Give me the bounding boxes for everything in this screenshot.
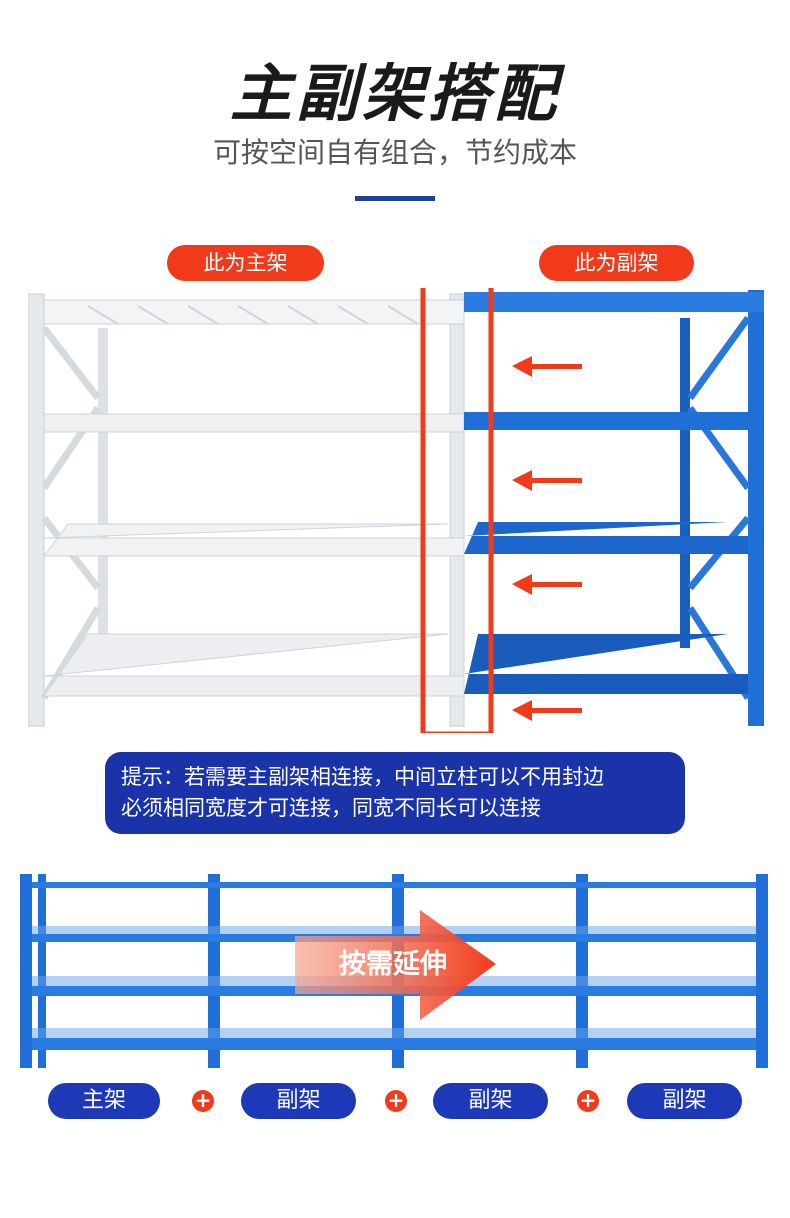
tip-line-1: 提示：若需要主副架相连接，中间立柱可以不用封边 (121, 765, 604, 789)
combo-sub-rack-1: 副架 (241, 1083, 356, 1119)
extend-arrow-icon (295, 910, 496, 1020)
combo-sub-rack-2: 副架 (433, 1083, 548, 1119)
plus-icon: + (192, 1090, 214, 1112)
combo-main-rack: 主架 (48, 1083, 160, 1119)
sub-rack-illustration (464, 290, 764, 726)
page-title: 主副架搭配 (229, 57, 560, 130)
page-subtitle: 可按空间自有组合，节约成本 (212, 136, 577, 169)
sub-rack-label: 此为副架 (539, 245, 694, 281)
main-rack-illustration (28, 293, 465, 727)
extend-rack-photo (20, 874, 768, 1068)
rack-photo (28, 288, 764, 733)
title-underline (355, 196, 435, 201)
tip-box: 提示：若需要主副架相连接，中间立柱可以不用封边 必须相同宽度才可连接，同宽不同长… (105, 752, 685, 834)
plus-icon: + (577, 1090, 599, 1112)
tip-line-2: 必须相同宽度才可连接，同宽不同长可以连接 (121, 796, 541, 820)
plus-icon: + (385, 1090, 407, 1112)
shared-post-highlight (420, 288, 494, 733)
arrow-left-icons (512, 356, 582, 721)
main-rack-label: 此为主架 (167, 245, 324, 281)
extend-label: 按需延伸 (339, 949, 447, 980)
combo-sub-rack-3: 副架 (627, 1083, 742, 1119)
